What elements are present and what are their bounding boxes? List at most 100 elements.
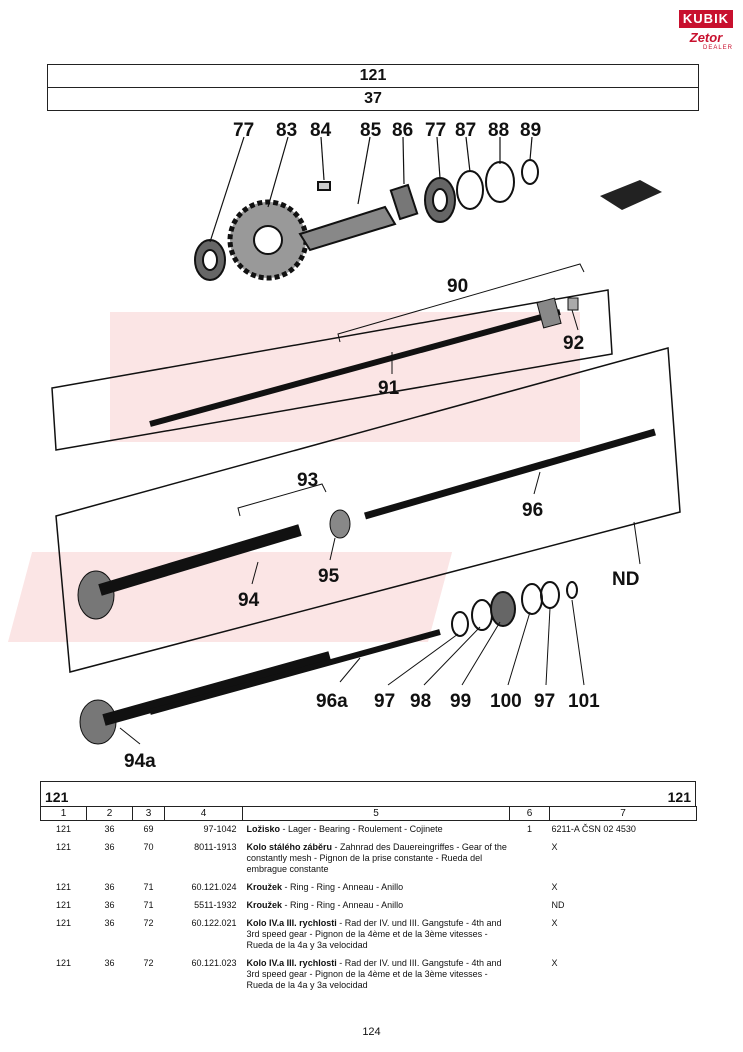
callout-91: 91 bbox=[378, 378, 400, 399]
quantity-cell bbox=[510, 915, 550, 955]
callout-100: 100 bbox=[490, 691, 522, 712]
note-cell: ND bbox=[551, 900, 565, 910]
part-translations: - Rad der IV. und III. Gangstufe - 4th a… bbox=[246, 958, 502, 990]
shaft-96 bbox=[364, 428, 656, 520]
table-cell: 71 bbox=[143, 900, 154, 910]
callout-83: 83 bbox=[276, 120, 297, 141]
callout-97-right: 97 bbox=[534, 691, 555, 712]
description-cell: Kroužek - Ring - Ring - Anneau - Anillo bbox=[243, 897, 510, 915]
top-parts-group bbox=[194, 159, 539, 281]
col-1: 1 bbox=[40, 806, 87, 821]
table-cell: 5511-1932 bbox=[194, 900, 237, 910]
table-group-right: 121 bbox=[667, 789, 691, 805]
group-number: 121 bbox=[47, 64, 699, 88]
callout-96a: 96a bbox=[316, 691, 348, 712]
note-cell: X bbox=[551, 918, 558, 928]
table-header-row: 1 2 3 4 5 6 7 bbox=[40, 806, 697, 821]
callout-90: 90 bbox=[447, 276, 468, 297]
callout-nd: ND bbox=[612, 569, 639, 590]
quantity-cell bbox=[510, 839, 550, 879]
table-cell: 121 bbox=[55, 882, 72, 892]
kubik-zetor-logo: KUBIK Zetor DEALER bbox=[679, 10, 733, 62]
ring-87 bbox=[456, 170, 484, 210]
table-cell: 36 bbox=[104, 958, 115, 968]
note-cell: X bbox=[551, 958, 558, 968]
description-cell: Ložisko - Lager - Bearing - Roulement - … bbox=[243, 821, 510, 840]
table-cell: 121 bbox=[55, 842, 72, 852]
col-2: 2 bbox=[86, 806, 133, 821]
callout-77-left: 77 bbox=[233, 120, 254, 141]
table-cell: 36 bbox=[104, 824, 115, 834]
part-92 bbox=[567, 297, 579, 311]
part-name: Kolo stálého záběru bbox=[246, 842, 333, 852]
callout-93: 93 bbox=[297, 470, 318, 491]
logo-tag: DEALER bbox=[702, 45, 733, 51]
callout-98: 98 bbox=[410, 691, 431, 712]
callout-86: 86 bbox=[392, 120, 413, 141]
table-cell: 71 bbox=[143, 882, 154, 892]
leader-lines-bottom bbox=[119, 599, 585, 745]
table-cell: 36 bbox=[104, 842, 115, 852]
shaft-panel-93 bbox=[55, 347, 681, 673]
exploded-parts-diagram: 77 83 84 85 86 77 87 88 89 90 92 91 93 9… bbox=[7, 120, 681, 772]
shaft-96a bbox=[149, 629, 441, 715]
ring-86 bbox=[389, 183, 419, 221]
part-translations: - Lager - Bearing - Roulement - Cojinete bbox=[280, 824, 443, 834]
description-cell: Kolo IV.a III. rychlosti - Rad der IV. u… bbox=[243, 955, 510, 995]
ring-89 bbox=[521, 159, 539, 185]
table-group-header: 121 121 bbox=[40, 781, 696, 806]
table-cell: 121 bbox=[55, 918, 72, 928]
key-84 bbox=[317, 181, 331, 191]
callout-101: 101 bbox=[568, 691, 600, 712]
table-cell: 70 bbox=[143, 842, 154, 852]
part-name: Kolo IV.a III. rychlosti bbox=[246, 918, 337, 928]
col-7: 7 bbox=[549, 806, 697, 821]
part-translations: - Ring - Ring - Anneau - Anillo bbox=[282, 900, 404, 910]
callout-94: 94 bbox=[238, 590, 260, 611]
callout-89: 89 bbox=[520, 120, 541, 141]
callout-96: 96 bbox=[522, 500, 543, 521]
quantity-cell: 1 bbox=[526, 824, 532, 834]
table-cell: 72 bbox=[143, 958, 154, 968]
note-cell: X bbox=[551, 882, 558, 892]
note-cell: 6211-A ČSN 02 4530 bbox=[551, 824, 636, 834]
logo-brand: KUBIK bbox=[679, 10, 733, 28]
logo-sub: Zetor bbox=[689, 30, 723, 45]
page-number: 124 bbox=[362, 1026, 381, 1038]
table-cell: 97-1042 bbox=[203, 824, 237, 834]
table-cell: 36 bbox=[104, 900, 115, 910]
col-6: 6 bbox=[509, 806, 550, 821]
description-cell: Kolo IV.a III. rychlosti - Rad der IV. u… bbox=[243, 915, 510, 955]
part-translations: - Ring - Ring - Anneau - Anillo bbox=[282, 882, 404, 892]
table-cell: 72 bbox=[143, 918, 154, 928]
callout-77-right: 77 bbox=[425, 120, 446, 141]
part-translations: - Rad der IV. und III. Gangstufe - 4th a… bbox=[246, 918, 502, 950]
callout-85: 85 bbox=[360, 120, 382, 141]
quantity-cell bbox=[510, 879, 550, 897]
quantity-cell bbox=[510, 955, 550, 995]
callout-97-left: 97 bbox=[374, 691, 395, 712]
coupling-94 bbox=[77, 570, 115, 620]
callout-92: 92 bbox=[563, 333, 584, 354]
description-cell: Kolo stálého záběru - Zahnrad des Dauere… bbox=[243, 839, 510, 879]
table-cell: 60.121.023 bbox=[191, 958, 237, 968]
direction-arrow bbox=[600, 180, 662, 210]
leader-lines-top bbox=[209, 136, 533, 243]
callout-99: 99 bbox=[450, 691, 471, 712]
ring-88 bbox=[485, 161, 515, 203]
part-name: Kroužek bbox=[246, 900, 283, 910]
bottom-parts-group bbox=[451, 581, 578, 637]
shaft-panel-90 bbox=[51, 289, 613, 451]
table-cell: 36 bbox=[104, 882, 115, 892]
shaft-91 bbox=[149, 309, 561, 427]
part-name: Kolo IV.a III. rychlosti bbox=[246, 958, 337, 968]
part-translations: - Zahnrad des Dauereingriffes - Gear of … bbox=[246, 842, 507, 874]
table-cell: 60.122.021 bbox=[191, 918, 237, 928]
